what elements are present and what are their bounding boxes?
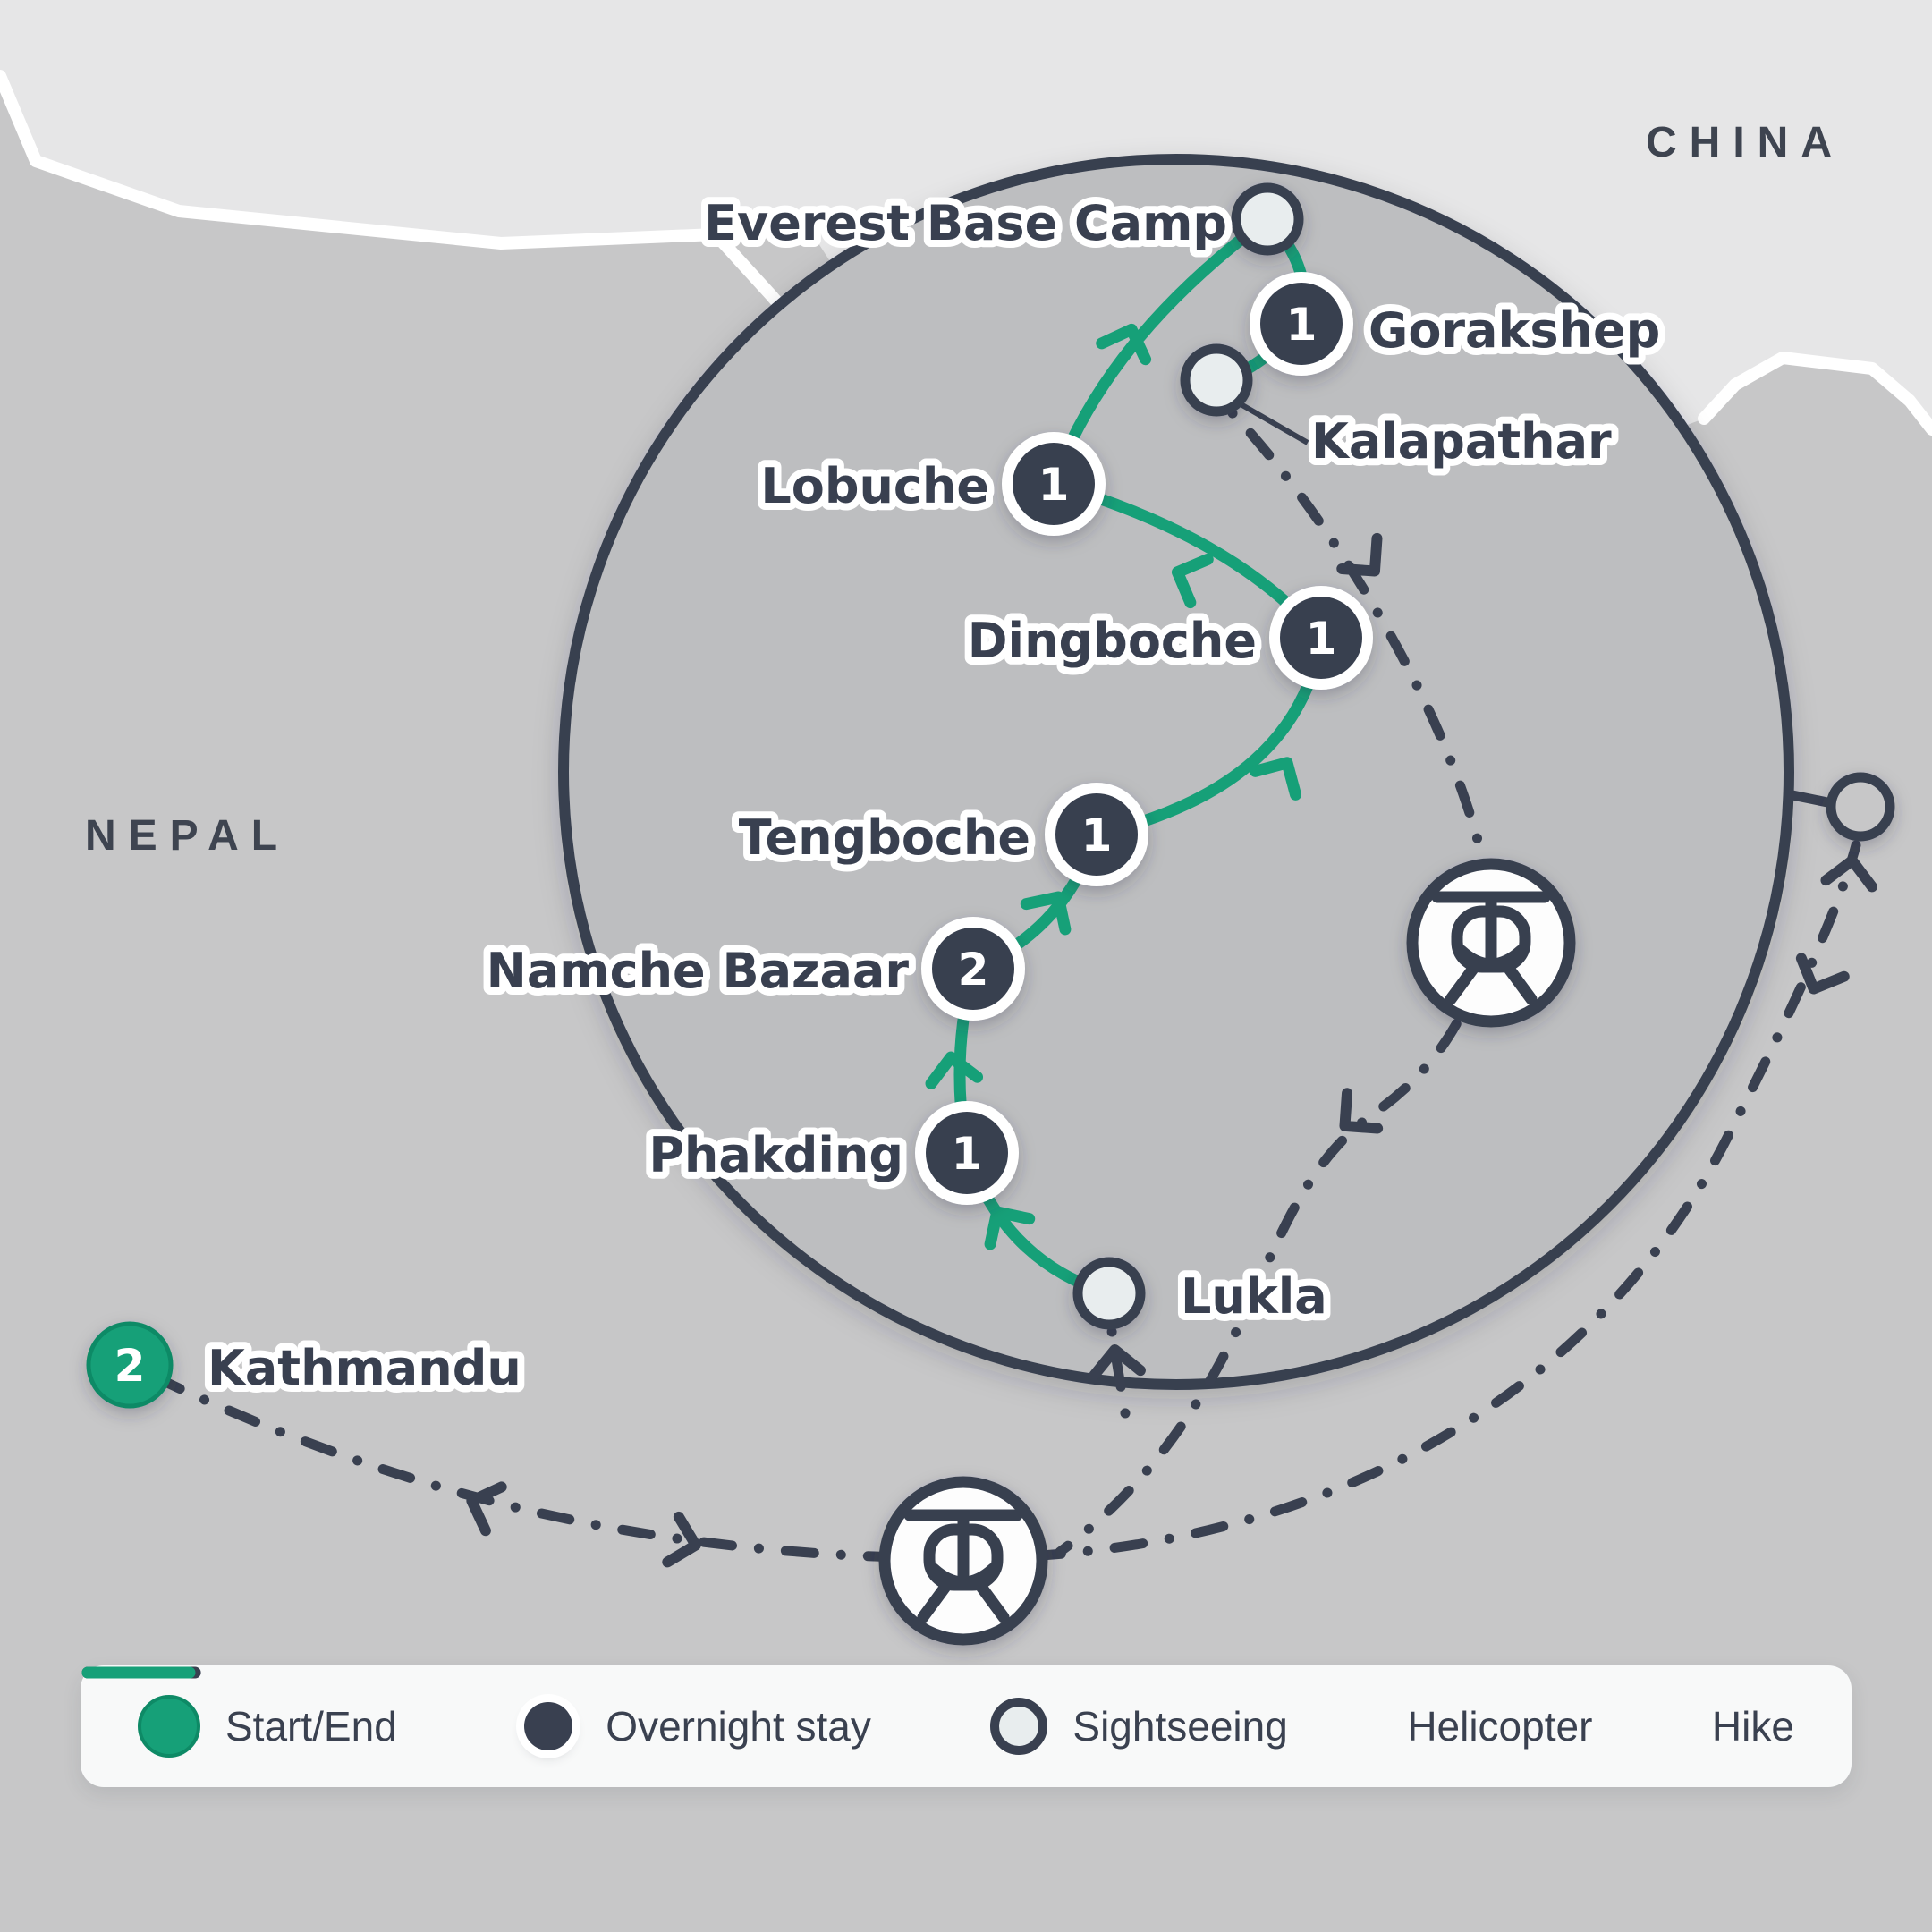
tengboche-nights: 1	[1081, 809, 1113, 861]
hike-arrow-lobuche-ebc	[1096, 323, 1152, 366]
legend-item-start-end: Start/End	[138, 1695, 397, 1758]
everest-base-camp-label: Everest Base Camp	[704, 195, 1227, 251]
hike-arrow-dingboche-lobuche	[1171, 553, 1214, 609]
legend-item-hike: Hike	[81, 1666, 1794, 1750]
heli-arrow-to-lukla	[1089, 1344, 1146, 1381]
node-lukla	[1072, 1257, 1146, 1330]
node-phakding: 1	[915, 1101, 1019, 1205]
helicopter-icon-lower	[878, 1476, 1048, 1646]
heli-arrow-return-south	[1339, 1088, 1384, 1134]
nepal-label: NEPAL	[85, 812, 290, 860]
legend-sightseeing-label: Sightseeing	[1072, 1703, 1288, 1750]
node-lobuche: 1	[1002, 432, 1106, 536]
legend-start-end-label: Start/End	[225, 1703, 397, 1750]
tengboche-label: Tengboche	[739, 809, 1030, 866]
dingboche-nights: 1	[1306, 613, 1337, 665]
hike-arrow-phakding-namche	[925, 1051, 984, 1089]
legend-helicopter-label: Helicopter	[1407, 1703, 1593, 1750]
heli-route-lukla-arrival	[1106, 1320, 1131, 1419]
phakding-label: Phakding	[648, 1127, 903, 1183]
node-dingboche: 1	[1269, 586, 1373, 690]
node-everest-base-camp	[1231, 182, 1304, 256]
node-gorakshep: 1	[1250, 272, 1353, 376]
kalapathar-label-connector	[1228, 395, 1309, 445]
legend-overnight-label: Overnight stay	[606, 1703, 871, 1750]
country-border-east	[1698, 352, 1932, 436]
legend-item-helicopter: Helicopter	[81, 1666, 1593, 1750]
hike-line-icon	[81, 1666, 196, 1679]
kathmandu-label: Kathmandu	[208, 1340, 521, 1396]
heli-arrow-from-kalapathar	[1336, 532, 1383, 577]
legend-item-overnight: Overnight stay	[516, 1702, 871, 1750]
hike-arrow-tengboche-dingboche	[1249, 757, 1302, 801]
legend-item-sightseeing: Sightseeing	[990, 1698, 1288, 1755]
heli-route-kalapathar-return	[1055, 408, 1492, 1557]
heli-route-kathmandu-arc	[124, 840, 1861, 1563]
lukla-label: Lukla	[1181, 1268, 1327, 1325]
region-location-node	[1826, 772, 1895, 842]
lobuche-nights: 1	[1038, 459, 1070, 511]
heli-arrow-from-region-node	[1795, 953, 1850, 995]
hike-arrow-namche-tengboche	[1020, 891, 1072, 936]
node-namche-bazaar: 2	[921, 917, 1025, 1021]
namche-bazaar-nights: 2	[958, 944, 989, 996]
sightseeing-dot-icon	[990, 1698, 1048, 1755]
kathmandu-nights: 2	[114, 1340, 146, 1392]
node-tengboche: 1	[1045, 783, 1148, 886]
legend: Start/End Overnight stay Sightseeing Hel…	[80, 1665, 1852, 1787]
gorakshep-label: Gorakshep	[1368, 302, 1660, 359]
kalapathar-label: Kalapathar	[1311, 413, 1612, 470]
helicopter-icon-upper	[1406, 858, 1576, 1028]
heli-arrow-to-region-node	[1820, 855, 1877, 893]
node-kathmandu: 2	[86, 1321, 174, 1409]
heli-arrow-from-kathmandu	[662, 1511, 701, 1568]
overnight-dot-icon	[524, 1702, 573, 1750]
lobuche-label: Lobuche	[760, 458, 989, 514]
dingboche-label: Dingboche	[968, 613, 1257, 669]
china-label: CHINA	[1646, 119, 1844, 166]
gorakshep-nights: 1	[1286, 299, 1318, 351]
node-kalapathar	[1180, 343, 1253, 417]
phakding-nights: 1	[952, 1128, 983, 1180]
country-border-west	[0, 70, 807, 335]
start-end-dot-icon	[138, 1695, 200, 1758]
namche-bazaar-label: Namche Bazaar	[487, 943, 910, 999]
legend-hike-label: Hike	[1711, 1703, 1794, 1750]
region-node-connector	[1786, 789, 1834, 809]
heli-arrow-to-kathmandu	[466, 1481, 507, 1537]
zoom-circle	[558, 154, 1794, 1390]
hike-arrow-lukla-phakding	[984, 1206, 1036, 1250]
